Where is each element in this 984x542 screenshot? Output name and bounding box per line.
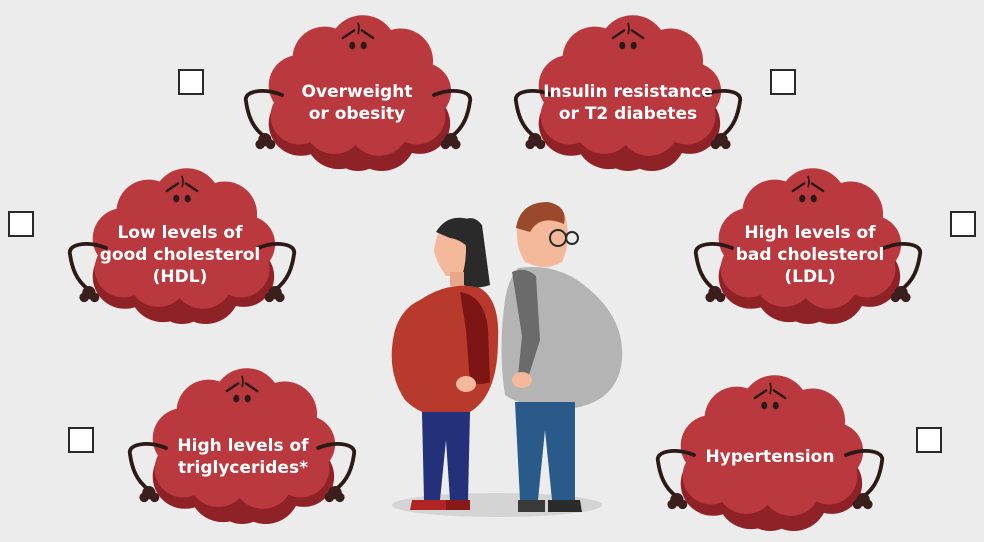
checkbox-hypertension[interactable] xyxy=(916,427,942,453)
condition-label-hdl: Low levels of good cholesterol (HDL) xyxy=(99,223,261,287)
checkbox-insulin[interactable] xyxy=(770,69,796,95)
condition-label-insulin: Insulin resistance or T2 diabetes xyxy=(543,82,713,124)
checkbox-hdl[interactable] xyxy=(8,211,34,237)
condition-label-overweight: Overweight or obesity xyxy=(301,82,413,124)
condition-label-hypertension: Hypertension xyxy=(705,447,835,467)
checkbox-ldl[interactable] xyxy=(950,211,976,237)
woman-figure-icon xyxy=(391,217,499,510)
condition-label-triglycerides: High levels of triglycerides* xyxy=(177,436,309,478)
checkbox-overweight[interactable] xyxy=(178,69,204,95)
man-figure-icon xyxy=(501,202,623,512)
condition-label-ldl: High levels of bad cholesterol (LDL) xyxy=(735,223,885,287)
checkbox-triglycerides[interactable] xyxy=(68,427,94,453)
